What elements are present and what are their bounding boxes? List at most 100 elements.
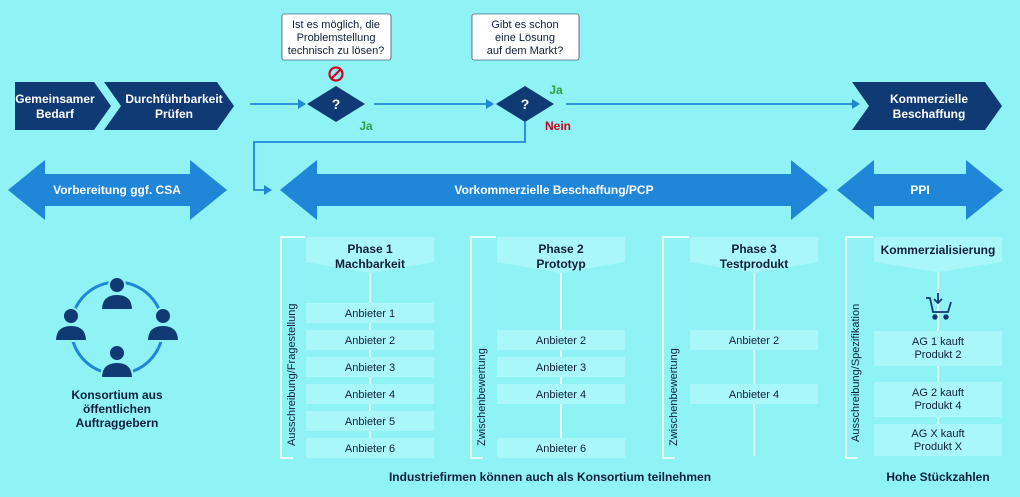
buyer-box-1: AG 1 kauft Produkt 2 (874, 331, 1002, 366)
bidder-box-bg (497, 438, 625, 458)
chevron-durchfuehrbarkeit-line-2: Prüfen (155, 107, 193, 121)
bidder-box-bg (497, 384, 625, 404)
phase-3-column: Zwischenbewertung Phase 3TestproduktAnbie… (662, 236, 818, 459)
bidder-box-bg (306, 357, 434, 377)
question-box-1: Ist es möglich, die Problemstellung tech… (281, 13, 392, 61)
band-ppi-label: PPI (910, 183, 929, 197)
question-1-line-2: Problemstellung (297, 32, 376, 44)
band-pcp-label: Vorkommerzielle Beschaffung/PCP (454, 183, 653, 197)
no-entry-icon (328, 66, 344, 82)
buyer-box-2: AG 2 kauft Produkt 4 (874, 382, 1002, 417)
bidder-box: Anbieter 3 (306, 357, 434, 377)
band-ppi: PPI (837, 160, 1003, 220)
phase-2-header (497, 237, 625, 273)
buyer-2-line-1: AG 2 kauft (912, 387, 964, 399)
bidder-label: Anbieter 5 (345, 416, 395, 428)
decision-2-mark: ? (521, 96, 530, 112)
question-1-line-3: technisch zu lösen? (288, 45, 385, 57)
phase-1-title-line-2: Machbarkeit (335, 257, 405, 271)
question-box-2: Gibt es schon eine Lösung auf dem Markt? (471, 13, 580, 61)
buyer-box-3: AG X kauft Produkt X (874, 424, 1002, 456)
shopping-cart-icon (926, 293, 952, 320)
phase-2-side-label: Zwischenbewertung (476, 348, 488, 446)
consortium-group: Konsortium aus öffentlichen Auftraggeber… (53, 276, 181, 430)
phase-1-column: Ausschreibung/Fragestellung Phase 1Machba… (280, 236, 434, 459)
phase-1-bracket (280, 236, 305, 459)
phase-1-title-line-1: Phase 1 (347, 242, 393, 256)
chevron-durchfuehrbarkeit-line-1: Durchführbarkeit (125, 92, 222, 106)
decision-1-mark: ? (332, 96, 341, 112)
consortium-line-1: Konsortium aus (71, 388, 163, 402)
bidder-label: Anbieter 2 (729, 335, 779, 347)
answer-ja-1: Ja (359, 119, 373, 133)
nein-connector (253, 122, 526, 195)
answer-nein: Nein (545, 119, 571, 133)
buyer-1-line-2: Produkt 2 (914, 349, 961, 361)
buyer-3-line-2: Produkt X (914, 441, 963, 453)
bidder-box-bg (306, 303, 434, 323)
bidder-box: Anbieter 4 (306, 384, 434, 404)
bidder-label: Anbieter 4 (345, 389, 395, 401)
commercial-title: Kommerzialisierung (881, 243, 996, 257)
person-icon-left (53, 307, 89, 342)
question-2-line-3: auf dem Markt? (487, 45, 563, 57)
chevron-gemeinsamer-bedarf: Gemeinsamer Bedarf (15, 82, 111, 130)
phase-3-title-line-2: Testprodukt (720, 257, 788, 271)
decision-diamond-2: ? (496, 86, 554, 122)
commercial-header: Kommerzialisierung (874, 237, 1002, 272)
phase-2-bracket (470, 236, 496, 459)
bidder-box: Anbieter 6 (497, 438, 625, 458)
phase-3-side-label: Zwischenbewertung (668, 348, 680, 446)
chevron-kommerzielle-line-1: Kommerzielle (890, 92, 968, 106)
bidder-box: Anbieter 2 (306, 330, 434, 350)
phases-layer: Ausschreibung/Fragestellung Phase 1Machba… (280, 236, 818, 459)
question-1-line-1: Ist es möglich, die (292, 19, 380, 31)
bidder-box: Anbieter 4 (497, 384, 625, 404)
chevron-kommerzielle-beschaffung: Kommerzielle Beschaffung (852, 82, 1002, 130)
band-pcp: Vorkommerzielle Beschaffung/PCP (280, 160, 828, 220)
bidder-box: Anbieter 1 (306, 303, 434, 323)
person-icon-bottom (99, 344, 135, 379)
answer-ja-2: Ja (549, 83, 563, 97)
bidder-label: Anbieter 2 (345, 335, 395, 347)
bidder-label: Anbieter 3 (536, 362, 586, 374)
bidder-label: Anbieter 6 (345, 443, 395, 455)
bidder-label: Anbieter 4 (729, 389, 779, 401)
person-icon-top (99, 276, 135, 311)
phase-1-header (306, 237, 434, 273)
phase-3-header (690, 237, 818, 273)
consortium-line-3: Auftraggebern (76, 416, 159, 430)
question-2-line-1: Gibt es schon (491, 19, 558, 31)
bidder-box: Anbieter 2 (497, 330, 625, 350)
phase-2-title-line-2: Prototyp (536, 257, 585, 271)
phase-3-title-line-1: Phase 3 (731, 242, 777, 256)
bidder-box-bg (690, 384, 818, 404)
volume-note: Hohe Stückzahlen (886, 470, 989, 484)
bidder-label: Anbieter 6 (536, 443, 586, 455)
bidder-label: Anbieter 4 (536, 389, 586, 401)
bidder-label: Anbieter 1 (345, 308, 395, 320)
chevron-kommerzielle-line-2: Beschaffung (893, 107, 966, 121)
person-icon-right (145, 307, 181, 342)
bidder-box: Anbieter 2 (690, 330, 818, 350)
bidder-box: Anbieter 3 (497, 357, 625, 377)
band-csa: Vorbereitung ggf. CSA (8, 160, 227, 220)
phase-2-title-line-1: Phase 2 (538, 242, 584, 256)
bidder-box-bg (306, 384, 434, 404)
bidder-box: Anbieter 6 (306, 438, 434, 458)
bidder-box-bg (306, 438, 434, 458)
bidder-box-bg (306, 330, 434, 350)
bidder-box-bg (497, 330, 625, 350)
bidder-label: Anbieter 2 (536, 335, 586, 347)
phase-1-side-label: Ausschreibung/Fragestellung (286, 304, 298, 446)
buyer-2-line-2: Produkt 4 (914, 400, 961, 412)
bidder-box-bg (690, 330, 818, 350)
chevron-gemeinsamer-bedarf-line-2: Bedarf (36, 107, 75, 121)
buyer-1-line-1: AG 1 kauft (912, 336, 964, 348)
buyer-3-line-1: AG X kauft (911, 428, 964, 440)
bidder-box-bg (497, 357, 625, 377)
commercial-column: Ausschreibung/Spezifikation Kommerzialis… (845, 236, 1002, 459)
flow-arrow-2 (374, 99, 494, 109)
bidder-box: Anbieter 4 (690, 384, 818, 404)
